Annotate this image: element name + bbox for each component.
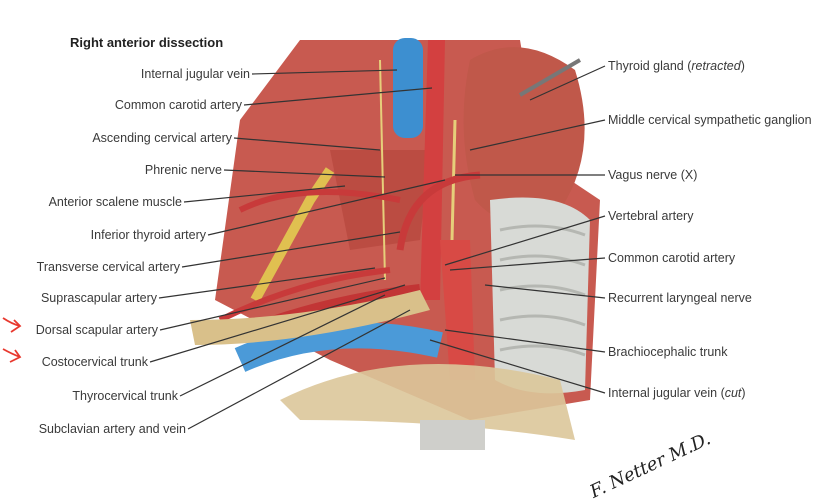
label-subclavian-artery-and-vein: Subclavian artery and vein [38, 422, 186, 436]
internal-jugular-vein [393, 38, 423, 138]
label-recurrent-laryngeal-nerve: Recurrent laryngeal nerve [608, 291, 752, 305]
retractor [518, 58, 582, 97]
annotation-arrow-icon [2, 317, 22, 363]
label-internal-jugular-vein-cut: Internal jugular vein (cut) [608, 386, 746, 400]
label-italic: cut [724, 386, 742, 400]
label-text-end: ) [740, 59, 745, 73]
label-anterior-scalene-muscle: Anterior scalene muscle [48, 195, 182, 209]
label-transverse-cervical-artery: Transverse cervical artery [36, 260, 180, 274]
first-rib [280, 364, 575, 440]
thyroid-gland [463, 47, 585, 223]
trachea-rings [499, 224, 586, 357]
label-brachiocephalic-trunk: Brachiocephalic trunk [608, 345, 728, 359]
label-vertebral-artery: Vertebral artery [608, 209, 694, 223]
rib-cartilage [420, 420, 485, 450]
label-middle-cervical-sympathetic-ganglion: Middle cervical sympathetic ganglion [608, 113, 812, 127]
label-dorsal-scapular-artery: Dorsal scapular artery [35, 323, 158, 337]
leader-lines [149, 65, 606, 430]
label-ascending-cervical-artery: Ascending cervical artery [92, 131, 232, 145]
label-thyroid-gland: Thyroid gland (retracted) [608, 59, 745, 73]
suprascapular-artery [218, 267, 391, 323]
inferior-thyroid-artery [396, 171, 481, 251]
label-costocervical-trunk: Costocervical trunk [41, 355, 148, 369]
label-phrenic-nerve: Phrenic nerve [144, 163, 222, 177]
label-vagus-nerve: Vagus nerve (X) [608, 168, 698, 182]
phrenic-nerve [379, 59, 386, 281]
figure-title: Right anterior dissection [70, 35, 224, 50]
subclavian-vein [234, 322, 443, 372]
label-text: Thyroid gland ( [608, 59, 692, 73]
trachea [490, 197, 590, 394]
common-carotid-artery [420, 40, 445, 300]
label-thyrocervical-trunk: Thyrocervical trunk [72, 389, 178, 403]
label-inferior-thyroid-artery: Inferior thyroid artery [90, 228, 206, 242]
common-carotid-artery-left [440, 240, 475, 380]
label-italic: retracted [691, 59, 741, 73]
label-text-end: ) [741, 386, 746, 400]
label-text: Internal jugular vein ( [608, 386, 725, 400]
label-common-carotid-artery: Common carotid artery [114, 98, 242, 112]
label-internal-jugular-vein: Internal jugular vein [140, 67, 250, 81]
label-suprascapular-artery: Suprascapular artery [40, 291, 157, 305]
brachial-plexus [250, 167, 335, 303]
label-common-carotid-artery-right: Common carotid artery [608, 251, 736, 265]
